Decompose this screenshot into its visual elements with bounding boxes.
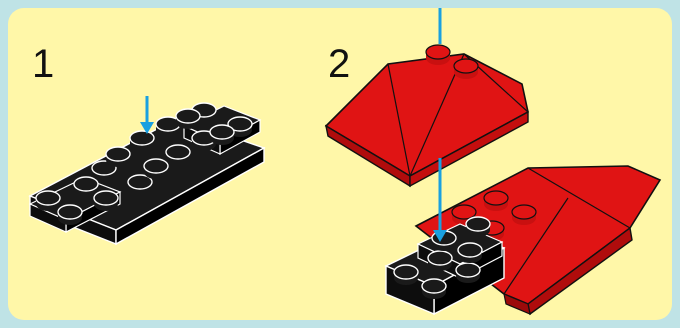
- instruction-illustration: [8, 8, 672, 320]
- step1-down-arrow-icon: [140, 96, 154, 134]
- instruction-panel: 1 2: [8, 8, 672, 320]
- step2-red-wedge-top: [326, 45, 528, 186]
